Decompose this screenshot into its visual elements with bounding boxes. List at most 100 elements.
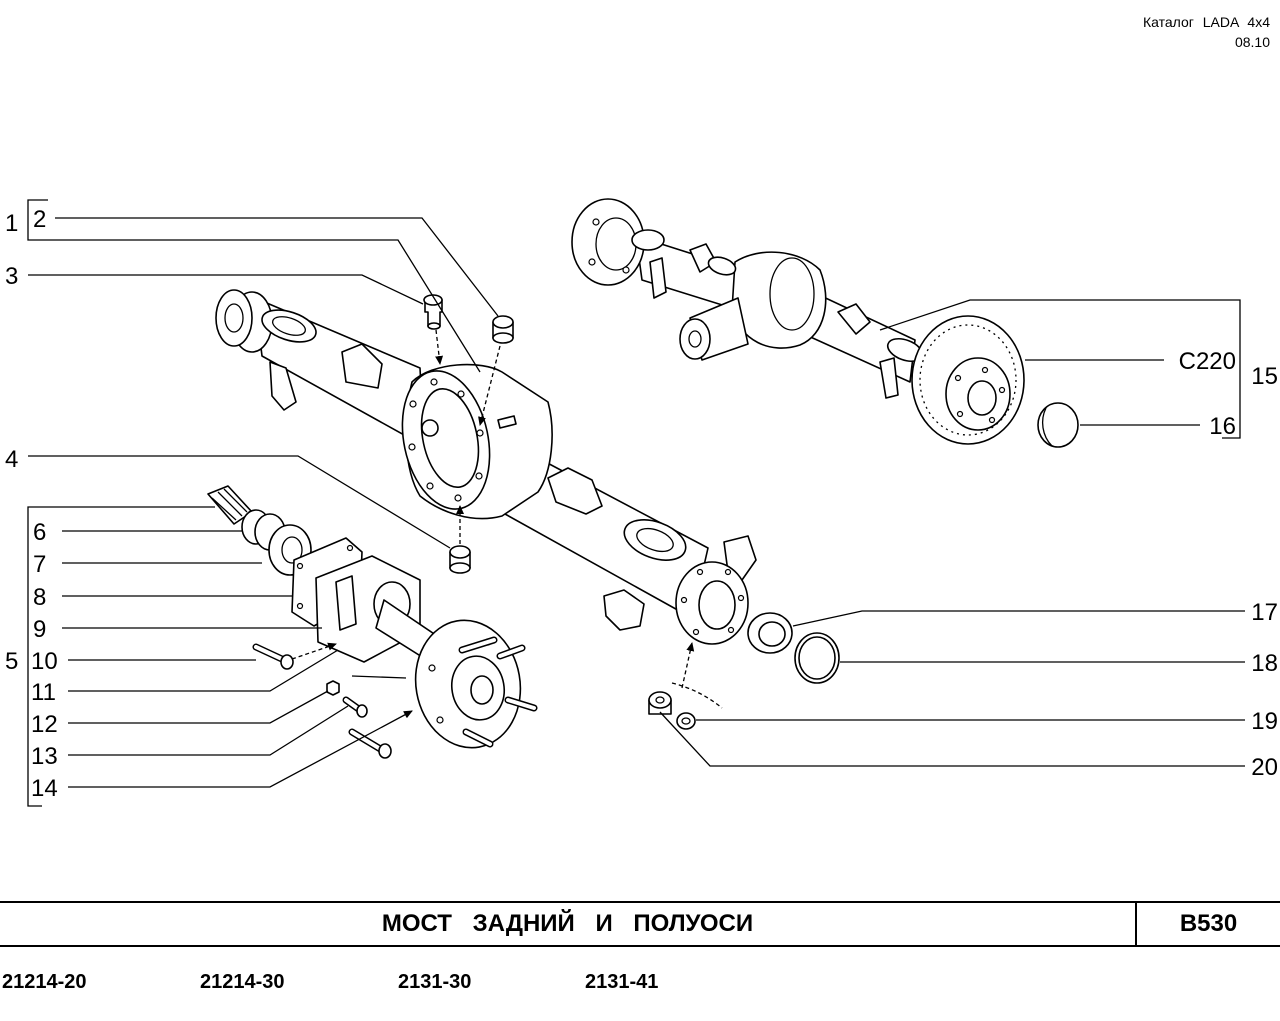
dust-cap-outer bbox=[1037, 402, 1079, 448]
flange-lug bbox=[335, 575, 357, 631]
flange-bolt-hole bbox=[476, 429, 484, 437]
right-rod-bracket bbox=[547, 467, 603, 515]
callout-10: 10 bbox=[31, 648, 58, 675]
bolt-hole bbox=[981, 366, 989, 374]
bolt-10 bbox=[252, 643, 294, 670]
fitting-bottom bbox=[427, 322, 441, 330]
plate-hole bbox=[346, 544, 354, 552]
left-tube-end-flange bbox=[215, 289, 253, 347]
assembly-arrows bbox=[291, 329, 723, 709]
rear-axle-exploded-diagram: 1 2 3 4 5 6 7 8 9 10 11 12 13 14 C220 15… bbox=[5, 198, 1278, 807]
leader-lines bbox=[27, 199, 1245, 807]
arrow-bolt-to-plate bbox=[291, 642, 337, 660]
callout-20: 20 bbox=[1251, 754, 1278, 781]
bearing-bore bbox=[281, 536, 303, 564]
model-code: 2131-30 bbox=[398, 971, 472, 993]
catalog-date: 08.10 bbox=[1234, 34, 1270, 50]
leader-line-13 bbox=[68, 705, 349, 756]
callout-13: 13 bbox=[31, 743, 58, 770]
left-tube-end-bore bbox=[224, 303, 244, 333]
bolt-hole bbox=[622, 266, 630, 274]
nut-20 bbox=[648, 691, 672, 715]
pinion-flange bbox=[679, 318, 711, 360]
leader-line-1 bbox=[27, 199, 481, 373]
leader-line-11 bbox=[68, 649, 339, 692]
flange-bolt-hole bbox=[457, 390, 465, 398]
left-rod-bracket bbox=[341, 343, 383, 389]
housing-plug bbox=[492, 315, 514, 344]
nut-top bbox=[648, 691, 672, 709]
nut-bore bbox=[655, 696, 665, 704]
leader-line-20 bbox=[659, 711, 1245, 767]
bolt-hole bbox=[956, 410, 964, 418]
callout-18: 18 bbox=[1251, 650, 1278, 677]
model-list: 21214-20 21214-30 2131-30 2131-41 bbox=[0, 968, 1280, 998]
oil-seal bbox=[747, 612, 793, 654]
catalog-header: Каталог LADA 4x4 08.10 bbox=[1143, 12, 1270, 52]
dust-cap-edge bbox=[1041, 407, 1053, 447]
callout-1: 1 bbox=[5, 210, 18, 237]
leader-line-14 bbox=[68, 710, 413, 788]
brake-drum-fins bbox=[919, 324, 1017, 436]
model-code: 2131-41 bbox=[585, 971, 659, 993]
leader-line-3 bbox=[28, 274, 424, 305]
bolt-hole bbox=[592, 218, 600, 226]
assembled-rear-axle bbox=[571, 198, 1025, 445]
catalog-name: Каталог LADA 4x4 bbox=[1142, 14, 1270, 30]
model-code: 21214-20 bbox=[2, 971, 87, 993]
o-ring bbox=[794, 632, 840, 684]
housing-plug-bottom bbox=[492, 332, 514, 344]
drain-plug bbox=[449, 545, 471, 574]
right-tube-bore bbox=[698, 580, 736, 630]
callout-17: 17 bbox=[1251, 599, 1278, 626]
arrow-nut-to-flange bbox=[681, 642, 695, 689]
callout-12: 12 bbox=[31, 711, 58, 738]
bolt-hole bbox=[998, 386, 1006, 394]
left-shock-bracket bbox=[269, 361, 297, 411]
callout-4: 4 bbox=[5, 446, 18, 473]
drain-plug-bottom bbox=[449, 562, 471, 574]
upper-right-bracket bbox=[879, 357, 899, 399]
lower-bracket bbox=[603, 589, 645, 631]
end-flange-hole bbox=[696, 568, 704, 576]
washer-inner bbox=[681, 717, 691, 725]
bolt-hole bbox=[954, 374, 962, 382]
upper-left-bracket bbox=[649, 257, 667, 299]
wheel-stud bbox=[496, 644, 526, 660]
end-flange-hole bbox=[724, 568, 732, 576]
dust-cap bbox=[1037, 402, 1079, 448]
leader-line-17 bbox=[792, 610, 1245, 627]
bolt-13 bbox=[342, 696, 368, 718]
callout-5: 5 bbox=[5, 648, 18, 675]
arrow-fitting-to-housing bbox=[435, 329, 444, 365]
bolt-head bbox=[378, 743, 392, 759]
plate-hole bbox=[296, 602, 304, 610]
breather-fitting bbox=[423, 294, 443, 330]
axle-shaft-assembly bbox=[207, 485, 538, 749]
pinion-flange-center bbox=[688, 330, 702, 348]
leader-line-4 bbox=[28, 455, 451, 549]
title-bar: МОСТ ЗАДНИЙ И ПОЛУОСИ B530 bbox=[0, 901, 1280, 947]
housing-opening bbox=[420, 387, 480, 489]
upper-housing bbox=[731, 251, 827, 349]
leader-line-5-bracket bbox=[27, 506, 215, 807]
plate-hole bbox=[296, 562, 304, 570]
callout-8: 8 bbox=[33, 584, 46, 611]
model-code: 21214-30 bbox=[200, 971, 285, 993]
rear-axle-beam bbox=[215, 289, 757, 645]
upper-hub-flange bbox=[631, 229, 665, 251]
callout-19: 19 bbox=[1251, 708, 1278, 735]
housing-plug-top bbox=[492, 315, 514, 329]
washer-19 bbox=[676, 712, 696, 730]
callout-6: 6 bbox=[33, 519, 46, 546]
callout-c220: C220 bbox=[1179, 348, 1236, 375]
callout-labels: 1 2 3 4 5 6 7 8 9 10 11 12 13 14 C220 15… bbox=[5, 206, 1278, 802]
upper-left-spring-pad bbox=[707, 256, 737, 276]
bolt-hole bbox=[988, 416, 996, 424]
leader-line-2 bbox=[55, 217, 499, 317]
callout-14: 14 bbox=[31, 775, 58, 802]
bolt-14 bbox=[348, 728, 392, 759]
page-title: МОСТ ЗАДНИЙ И ПОЛУОСИ bbox=[381, 910, 754, 937]
flange-bolt-hole bbox=[426, 482, 434, 490]
flange-bolt-hole bbox=[409, 400, 417, 408]
